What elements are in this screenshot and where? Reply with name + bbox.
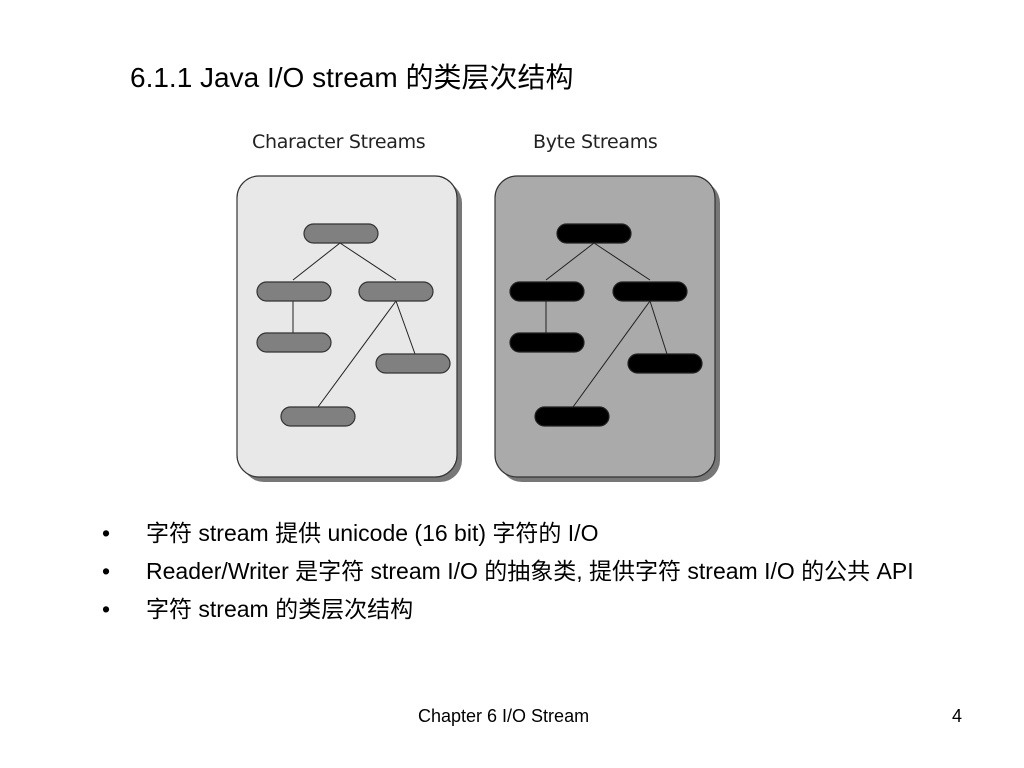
char-node-root [303,223,379,244]
bullet-text: 字符 stream 的类层次结构 [146,596,414,622]
bullet-text: 字符 stream 提供 unicode (16 bit) 字符的 I/O [146,520,599,546]
bullet-marker: • [102,558,111,584]
char-nodes [256,223,451,427]
char-edge [395,300,416,355]
char-node [358,281,434,302]
page-number: 4 [952,706,963,726]
char-node [256,332,332,353]
char-edge [339,242,397,281]
char-edge [317,300,397,408]
slide-title: 6.1.1 Java I/O stream 的类层次结构 [130,62,574,93]
byte-edge [593,242,651,281]
char-tree-lines [292,242,416,408]
bullet-list: • 字符 stream 提供 unicode (16 bit) 字符的 I/O … [100,518,970,632]
byte-nodes [509,223,703,427]
bullet-item: • 字符 stream 的类层次结构 [100,594,970,625]
byte-streams-caption: Byte Streams [533,131,658,153]
char-node [256,281,332,302]
bullet-marker: • [102,520,111,546]
byte-edge [649,300,668,355]
character-streams-caption: Character Streams [252,131,426,153]
char-panel [236,175,458,478]
byte-node [509,332,585,353]
byte-node [509,281,585,302]
bullet-item: • Reader/Writer 是字符 stream I/O 的抽象类, 提供字… [100,556,970,587]
char-node [280,406,356,427]
byte-tree-lines [545,242,668,408]
footer-chapter: Chapter 6 I/O Stream [418,706,590,726]
bullet-text: Reader/Writer 是字符 stream I/O 的抽象类, 提供字符 … [146,558,914,584]
stream-hierarchy-diagram [236,175,720,482]
bullet-marker: • [102,596,111,622]
byte-streams-panel [494,175,720,482]
byte-edge [572,300,651,408]
byte-node-root [556,223,632,244]
character-streams-panel [236,175,462,482]
byte-node [534,406,610,427]
byte-node [627,353,703,374]
char-node [375,353,451,374]
byte-panel [494,175,716,478]
byte-node [612,281,688,302]
byte-edge [545,242,595,281]
bullet-item: • 字符 stream 提供 unicode (16 bit) 字符的 I/O [100,518,970,549]
char-edge [292,242,341,281]
